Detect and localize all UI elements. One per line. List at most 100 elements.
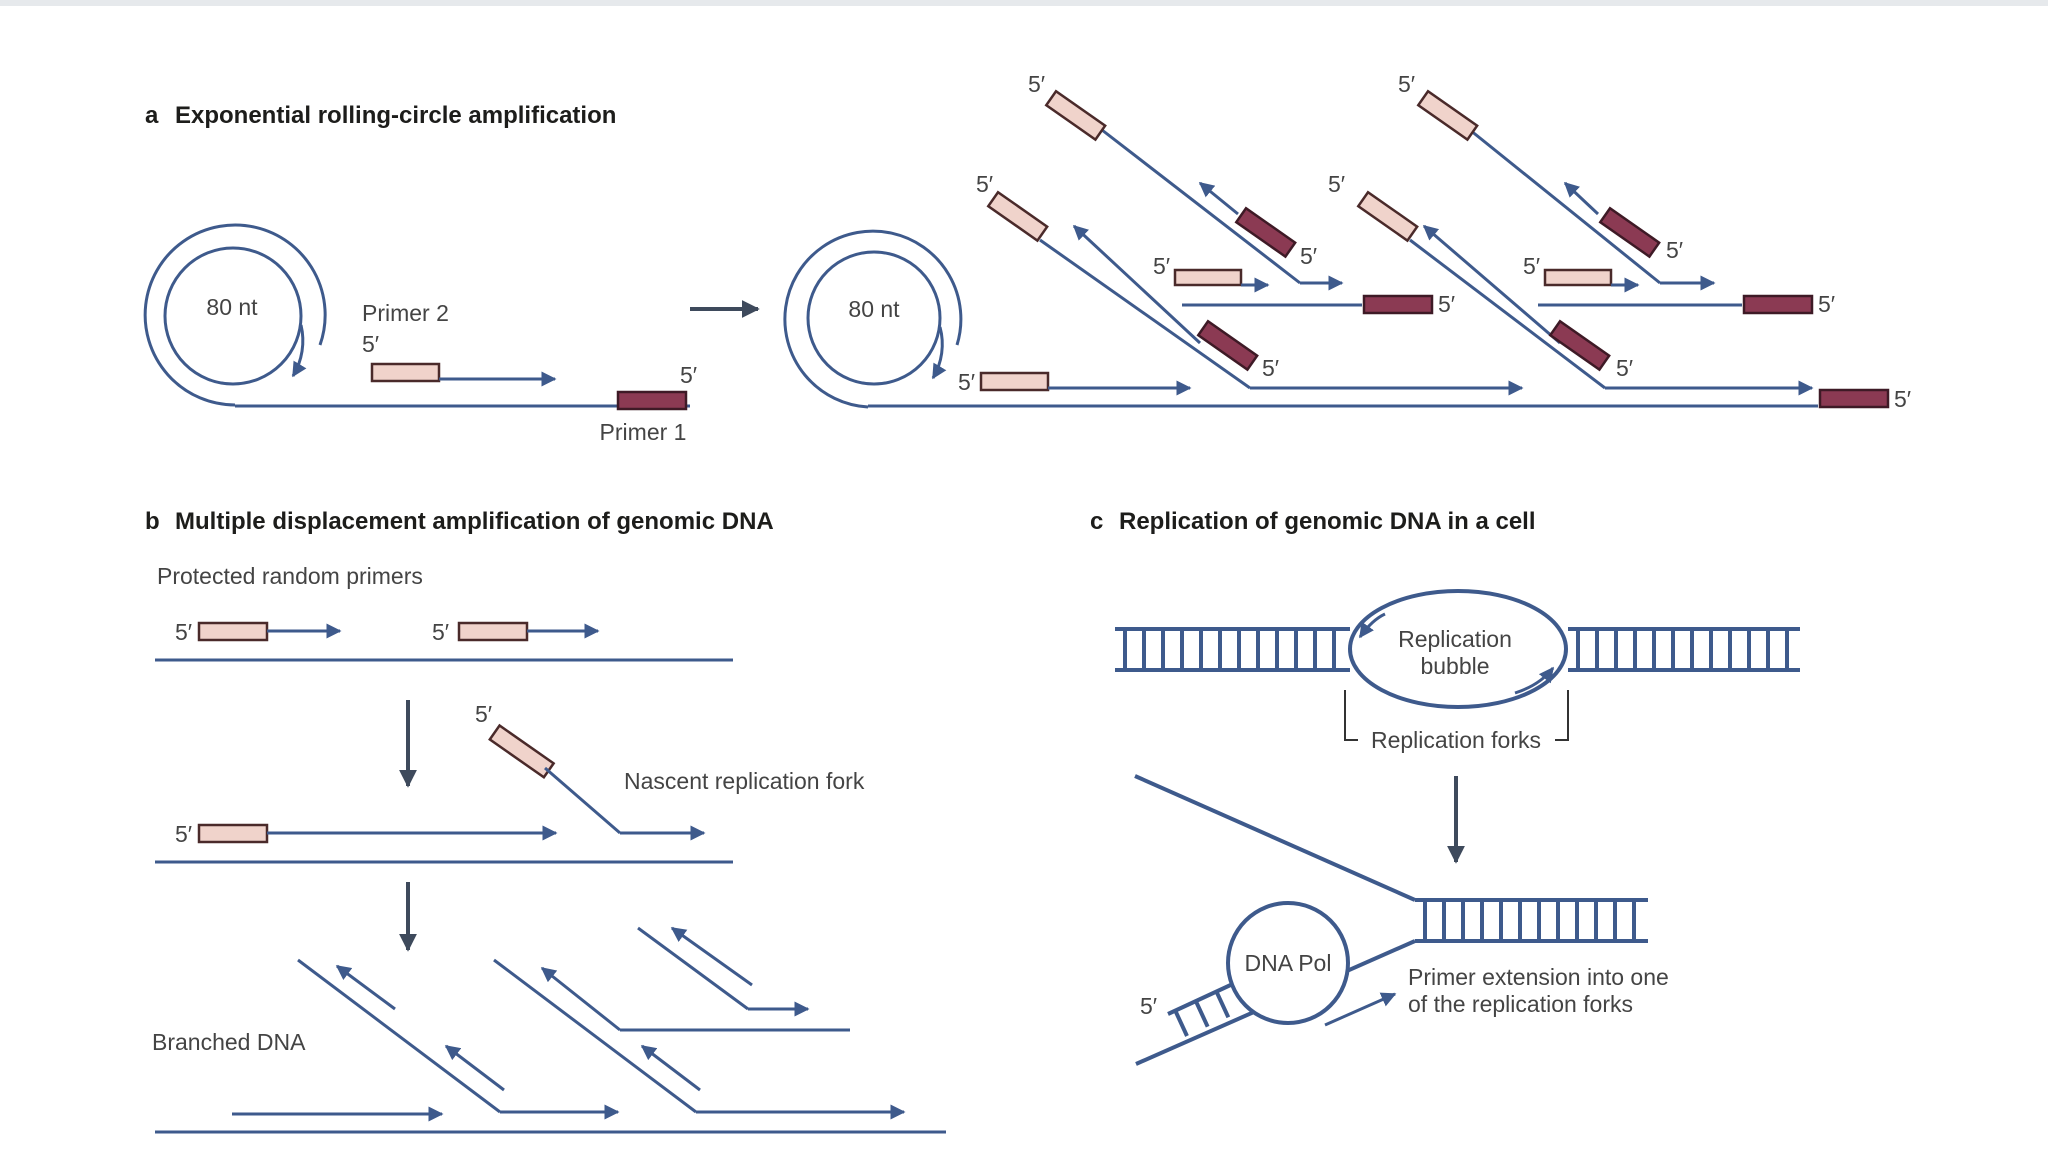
- branched-dna-label: Branched DNA: [152, 1029, 306, 1055]
- circle-size-label: 80 nt: [206, 294, 258, 320]
- branch-b-2-back-arrow-1: [540, 966, 621, 1032]
- tail-primer-box: [979, 371, 1050, 392]
- fork-bracket-left: [1344, 690, 1358, 741]
- branch-3-strand: [1409, 238, 1606, 390]
- step2-five-prime-top: 5′: [475, 701, 492, 727]
- primer-1-label: Primer 1: [600, 419, 687, 445]
- sub-branch-1-five-prime: 5′: [1438, 291, 1455, 317]
- branch-1-five-prime: 5′: [976, 171, 993, 197]
- panel-a-title: Exponential rolling-circle amplification: [175, 102, 616, 129]
- rolling-circle-template: 80 nt: [143, 223, 690, 408]
- step2-fork-primer: [488, 723, 556, 780]
- circle-inner-strand: [163, 246, 303, 386]
- branch-1-back-arrow: [1072, 224, 1202, 345]
- branch-b-1-back-arrow-1: [335, 964, 396, 1011]
- fork-upper-strand: [1134, 774, 1416, 902]
- branch-b-2-strand: [493, 958, 697, 1114]
- branch-1-dark-primer: [1196, 319, 1259, 372]
- panel-c: c Replication of genomic DNA in a cell R…: [1090, 508, 1800, 1066]
- branch-3-back-arrow: [1422, 224, 1561, 345]
- primer-2-box: [370, 362, 441, 383]
- primer-five-prime: 5′: [1140, 993, 1157, 1019]
- panel-a: a Exponential rolling-circle amplificati…: [143, 71, 1911, 445]
- branch-3-primer: [1356, 190, 1419, 243]
- fork-duplex-rungs: [1423, 900, 1636, 941]
- step2-fork-strand: [544, 766, 621, 835]
- branch-2-dark-primer: [1234, 206, 1297, 259]
- branch-4-pink-box: [1543, 268, 1613, 287]
- branch-2-back-arrow: [1198, 181, 1239, 216]
- panel-b: b Multiple displacement amplification of…: [145, 508, 946, 1134]
- fork-bracket-right: [1555, 690, 1569, 741]
- branch-2-five-prime: 5′: [1028, 71, 1045, 97]
- branch-4-dark-five-prime: 5′: [1666, 237, 1683, 263]
- panel-a-letter: a: [145, 102, 159, 129]
- amplified-product: 80 nt 5′ 5′ 5′ 5′ 5′: [783, 71, 1911, 412]
- bubble-label-line2: bubble: [1420, 653, 1489, 679]
- step1-five-prime-2: 5′: [432, 619, 449, 645]
- panel-c-title: Replication of genomic DNA in a cell: [1119, 508, 1536, 535]
- branch-b-3-back-arrow: [670, 926, 753, 987]
- branch-b-1-strand: [297, 958, 501, 1114]
- step2-primer: [197, 823, 269, 844]
- extension-label-line1: Primer extension into one: [1408, 964, 1669, 990]
- branch-4-dark-primer: [1598, 206, 1661, 259]
- primer-1-five-prime: 5′: [680, 362, 697, 388]
- replication-bubble-duplex: Replication bubble Replication forks: [1115, 589, 1800, 753]
- top-bar: [0, 0, 2048, 6]
- branch-b-3-strand: [637, 926, 749, 1011]
- sub-branch-1-dark-primer: [1362, 294, 1434, 315]
- branch-2-strand: [1101, 128, 1301, 285]
- primer-1: 5′ Primer 1: [600, 362, 698, 445]
- replication-forks-label: Replication forks: [1371, 727, 1541, 753]
- branch-4-five-prime: 5′: [1398, 71, 1415, 97]
- circle-size-label-2: 80 nt: [848, 296, 900, 322]
- step2-five-prime: 5′: [175, 821, 192, 847]
- circle-outer-strand: [143, 223, 327, 407]
- branch-2-primer: [1044, 89, 1107, 142]
- branch-2-dark-five-prime: 5′: [1300, 243, 1317, 269]
- circle-extension-arrow: [291, 324, 307, 378]
- bubble-arrow-left: [1358, 612, 1386, 639]
- primer-1-box: [616, 390, 688, 411]
- dna-pol-label: DNA Pol: [1245, 950, 1332, 976]
- branch-3-dark-five-prime: 5′: [1616, 355, 1633, 381]
- branch-1-strand: [1039, 238, 1251, 390]
- extension-arrow: [1324, 992, 1397, 1027]
- circle-inner-strand-2: [806, 250, 942, 386]
- five-prime-far: 5′: [1894, 386, 1911, 412]
- extension-label-line2: of the replication forks: [1408, 991, 1633, 1017]
- base-pair-primer-1: [1193, 999, 1210, 1028]
- primer-2-label: Primer 2: [362, 300, 449, 326]
- right-duplex-rungs: [1576, 629, 1789, 670]
- panel-b-title: Multiple displacement amplification of g…: [175, 508, 774, 535]
- circle-extension-arrow-2: [931, 326, 947, 380]
- branch-4-strand: [1469, 128, 1661, 285]
- branch-4-primer: [1416, 89, 1479, 142]
- primer-1-box-far: [1818, 388, 1890, 409]
- left-duplex-rungs: [1123, 629, 1336, 670]
- branch-b-1-back-arrow-2: [444, 1044, 505, 1092]
- circle-outer-strand-2: [783, 229, 963, 409]
- five-prime-tail-primer: 5′: [958, 369, 975, 395]
- branch-3-dark-primer: [1548, 319, 1611, 372]
- bubble-label-line1: Replication: [1398, 626, 1512, 652]
- step1-primer-2: [457, 621, 529, 642]
- branch-1-dark-five-prime: 5′: [1262, 355, 1279, 381]
- branch-2-pink-five-prime: 5′: [1153, 253, 1170, 279]
- replication-fork: DNA Pol 5′ Primer extension into one of …: [1134, 774, 1669, 1066]
- panel-b-letter: b: [145, 508, 160, 535]
- dna-polymerase: [1226, 901, 1350, 1025]
- branch-2-pink-box: [1173, 268, 1243, 287]
- step1-five-prime-1: 5′: [175, 619, 192, 645]
- branch-b-2-back-arrow-2: [640, 1044, 701, 1092]
- panel-c-letter: c: [1090, 508, 1103, 535]
- primer-2: Primer 2 5′: [362, 300, 557, 387]
- branch-3-five-prime: 5′: [1328, 171, 1345, 197]
- bubble-arrow-right: [1514, 666, 1555, 695]
- base-pair-primer-2: [1214, 990, 1231, 1019]
- base-pair-primer-0: [1173, 1009, 1189, 1037]
- sub-branch-3-dark-primer: [1742, 294, 1814, 315]
- branch-4-pink-five-prime: 5′: [1523, 253, 1540, 279]
